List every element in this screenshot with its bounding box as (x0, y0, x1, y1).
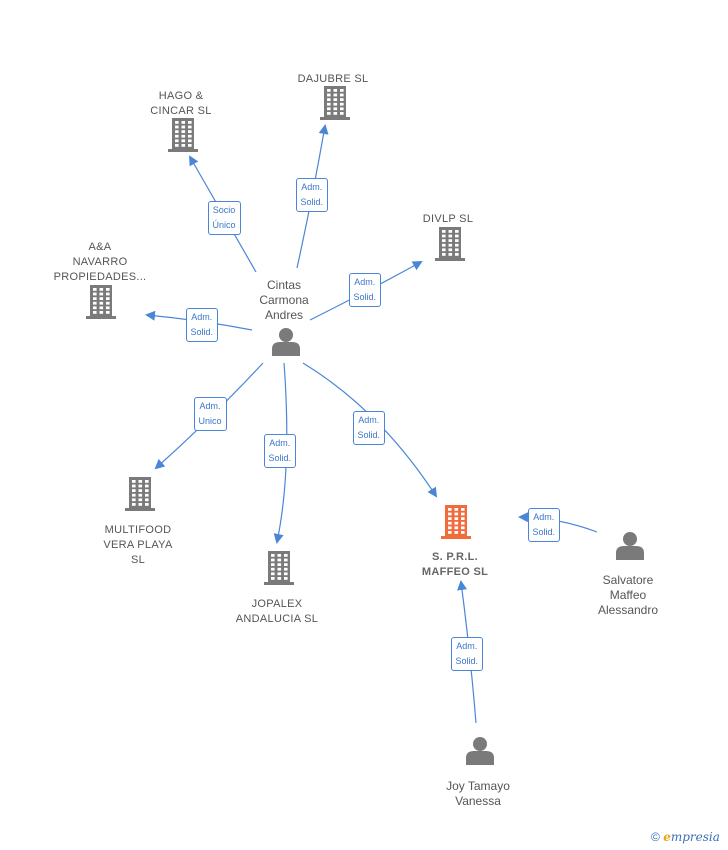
role-badge-line: Adm. (358, 415, 380, 425)
node-label-dajubre[interactable]: DAJUBRE SL (288, 72, 378, 87)
node-label-anavarro[interactable]: A&A NAVARRO PROPIEDADES... (45, 240, 155, 285)
node-label-line: MULTIFOOD (104, 524, 172, 536)
node-label-hago[interactable]: HAGO & CINCAR SL (136, 89, 226, 119)
node-label-line: Carmona (259, 293, 309, 307)
role-badge-line: Solid. (300, 197, 324, 207)
role-badge-cintas-to-jopalex[interactable]: Adm. Solid. (263, 434, 297, 468)
node-label-line: Cintas (266, 278, 301, 292)
cintas-person-icon[interactable] (272, 328, 300, 356)
role-badge-cintas-to-divlp[interactable]: Adm. Solid. (348, 273, 382, 307)
brand-name: mpresia (670, 830, 720, 844)
node-label-line: NAVARRO (72, 256, 128, 268)
role-badge-line: Socio (212, 205, 236, 215)
node-label-jopalex[interactable]: JOPALEX ANDALUCIA SL (222, 597, 332, 627)
node-label-line: S. P.R.L. (432, 551, 478, 563)
role-badge-cintas-to-anavarro[interactable]: Adm. Solid. (185, 308, 219, 342)
role-badge-line: Adm. (301, 182, 323, 192)
node-label-line: DIVLP SL (422, 213, 474, 225)
node-label-line: SL (130, 554, 146, 566)
node-label-line: Vanessa (455, 794, 501, 808)
role-badge-line: Adm. (199, 401, 221, 411)
node-label-line: PROPIEDADES... (53, 271, 147, 283)
maffeo-sl-building-icon[interactable] (441, 505, 471, 539)
role-badge-cintas-to-multifood[interactable]: Adm. Unico (193, 397, 227, 431)
node-label-line: Maffeo (609, 588, 647, 602)
node-label-line: CINCAR SL (150, 105, 212, 117)
brand-footer: © empresia (651, 830, 720, 844)
role-badge-line: Adm. (191, 312, 213, 322)
node-label-divlp[interactable]: DIVLP SL (403, 212, 493, 227)
role-badge-line: Solid. (532, 527, 556, 537)
role-badge-line: Adm. (354, 277, 376, 287)
node-label-line: A&A (88, 241, 112, 253)
role-badge-cintas-to-dajubre[interactable]: Adm. Solid. (295, 178, 329, 212)
role-badge-line: Solid. (190, 327, 214, 337)
node-label-maffeo-sl[interactable]: S. P.R.L. MAFFEO SL (405, 550, 505, 580)
copyright-symbol: © (651, 830, 660, 844)
divlp-building-icon[interactable] (435, 227, 465, 261)
node-label-line: JOPALEX (251, 598, 303, 610)
joy-person-icon[interactable] (466, 737, 494, 765)
role-badge-cintas-to-maffeo_sl[interactable]: Adm. Solid. (352, 411, 386, 445)
icons-layer (86, 86, 644, 765)
dajubre-building-icon[interactable] (320, 86, 350, 120)
node-label-line: MAFFEO SL (421, 566, 489, 578)
node-label-line: Alessandro (597, 603, 659, 617)
role-badge-line: Solid. (268, 453, 292, 463)
node-label-line: Salvatore (602, 573, 654, 587)
node-label-line: Joy Tamayo (446, 779, 510, 793)
node-label-line: DAJUBRE SL (297, 73, 369, 85)
role-badge-line: Único (212, 220, 236, 230)
node-label-line: ANDALUCIA SL (235, 613, 319, 625)
node-label-line: HAGO & (158, 90, 204, 102)
role-badge-line: Unico (198, 416, 222, 426)
multifood-building-icon[interactable] (125, 477, 155, 511)
role-badge-line: Adm. (269, 438, 291, 448)
node-label-multifood[interactable]: MULTIFOOD VERA PLAYA SL (88, 523, 188, 568)
role-badge-line: Solid. (353, 292, 377, 302)
role-badge-line: Solid. (455, 656, 479, 666)
role-badge-joy-to-maffeo_sl[interactable]: Adm. Solid. (450, 637, 484, 671)
role-badge-salvatore-to-maffeo_sl[interactable]: Adm. Solid. (527, 508, 561, 542)
anavarro-building-icon[interactable] (86, 285, 116, 319)
role-badge-line: Adm. (533, 512, 555, 522)
hago-building-icon[interactable] (168, 118, 198, 152)
jopalex-building-icon[interactable] (264, 551, 294, 585)
brand-logo-e: e (663, 830, 671, 844)
node-label-line: VERA PLAYA (103, 539, 173, 551)
role-badge-line: Solid. (357, 430, 381, 440)
salvatore-person-icon[interactable] (616, 532, 644, 560)
role-badge-line: Adm. (456, 641, 478, 651)
node-label-line: Andres (264, 308, 304, 322)
